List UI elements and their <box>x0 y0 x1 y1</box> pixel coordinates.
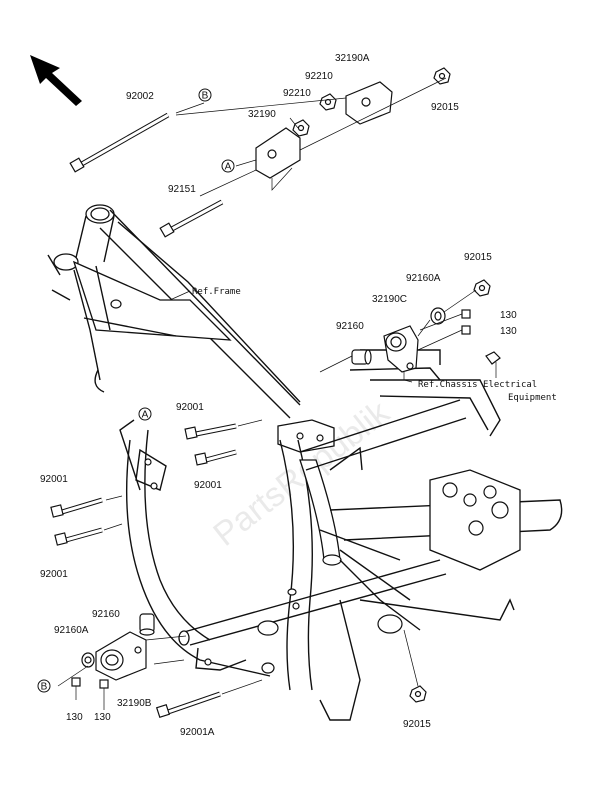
bracket-32190 <box>255 127 301 179</box>
frame-drawing <box>47 204 563 721</box>
part-label: 92001A <box>180 727 215 738</box>
nut-92015-lower <box>403 629 427 703</box>
bolt-130-right <box>99 679 109 689</box>
part-label: 92160 <box>336 321 364 332</box>
part-label: 92001 <box>176 402 204 413</box>
marker-a-top: A <box>221 159 235 173</box>
watermark: PartsRepublik <box>206 393 397 554</box>
part-label: 92001 <box>40 569 68 580</box>
part-label: 32190 <box>248 109 276 120</box>
part-label: 130 <box>500 326 517 337</box>
part-label: 130 <box>94 712 111 723</box>
bolt-92001-b <box>194 449 237 466</box>
part-label: 130 <box>500 310 517 321</box>
bolt-130-upper <box>419 309 471 331</box>
bolt-130-lower <box>417 325 471 351</box>
nut-92210-lower <box>292 119 310 137</box>
part-label: 32190C <box>372 294 407 305</box>
bolt-92151 <box>159 199 224 238</box>
bolt-92001-d <box>54 527 103 546</box>
part-label: 92001 <box>40 474 68 485</box>
bolt-92001-c <box>50 497 103 518</box>
nut-92015-right <box>473 279 491 297</box>
bolt-92001A <box>155 679 263 719</box>
part-label: 92015 <box>431 102 459 113</box>
part-label: 92015 <box>403 719 431 730</box>
marker-b-bottom: B <box>37 679 51 693</box>
bracket-32190C <box>383 325 419 373</box>
svg-text:B: B <box>41 682 48 693</box>
part-label: 92160 <box>92 609 120 620</box>
part-label: 92001 <box>194 480 222 491</box>
ref-chassis-label-line1: Ref.Chassis Electrical <box>418 380 537 390</box>
svg-text:A: A <box>225 162 232 173</box>
bolt-130-left <box>71 677 81 687</box>
part-label: 32190B <box>117 698 152 709</box>
part-label: 130 <box>66 712 83 723</box>
part-label: 92210 <box>305 71 333 82</box>
marker-b-top: B <box>198 88 212 102</box>
part-label: 92015 <box>464 252 492 263</box>
nut-92015-top <box>433 67 451 85</box>
part-label: 92151 <box>168 184 196 195</box>
part-label: 92002 <box>126 91 154 102</box>
part-label: 32190A <box>335 53 370 64</box>
bolt-92001-a <box>184 423 237 440</box>
part-label: 92160A <box>54 625 89 636</box>
bracket-32190A <box>345 81 393 125</box>
part-label: 92210 <box>283 88 311 99</box>
marker-a-left: A <box>138 407 152 421</box>
nut-92210-upper <box>319 93 337 111</box>
part-label: 92160A <box>406 273 441 284</box>
ref-frame-label: Ref.Frame <box>192 287 241 297</box>
clip-icon <box>485 351 501 365</box>
washer-92160A-right <box>430 307 446 325</box>
ref-chassis-label-line2: Equipment <box>508 393 557 403</box>
bushing-92160-lower <box>139 613 155 636</box>
orientation-arrow-icon <box>30 55 82 106</box>
bracket-32190B <box>95 631 147 681</box>
svg-text:A: A <box>142 410 149 421</box>
washer-92160A-lower <box>81 652 95 668</box>
bolt-92002 <box>69 112 170 173</box>
bushing-92160-right <box>351 349 372 365</box>
svg-text:B: B <box>202 91 209 102</box>
